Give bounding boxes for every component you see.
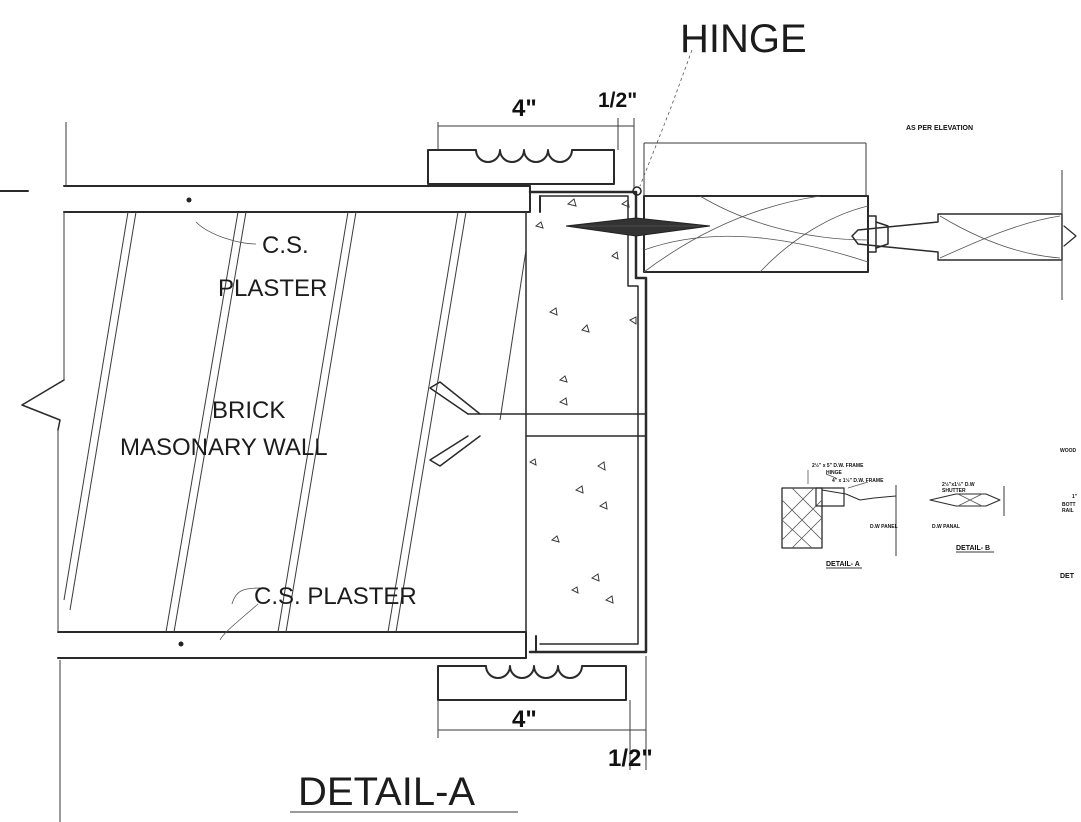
inset-detail-b-title: DETAIL- B: [956, 545, 990, 552]
as-per-elevation: AS PER ELEVATION: [906, 125, 973, 132]
brick-masonry-wall: [0, 122, 531, 822]
dim-bottom-width: 4": [512, 706, 537, 733]
drawing-title: DETAIL-A: [298, 770, 475, 814]
inset-detail-a-title: DETAIL- A: [826, 561, 860, 568]
inset-hinge-note: HINGE: [826, 470, 843, 476]
cs-plaster-bottom: C.S. PLASTER: [254, 583, 417, 610]
inset-wood-note: WOOD: [1060, 448, 1076, 454]
inset-shutter-note-2: SHUTTER: [942, 488, 966, 494]
dim-top-gap: 1/2": [598, 89, 637, 112]
inset-shutter-note-1: 2½"x1½" D.W: [942, 481, 975, 488]
dim-top-width: 4": [512, 95, 537, 122]
dimension-lines: [437, 118, 647, 770]
inset-partial-2: BOTT: [1062, 502, 1076, 508]
inset-partial-title: DET: [1060, 573, 1075, 580]
architrave-bottom: [437, 665, 627, 701]
brick-line1: BRICK: [212, 397, 285, 424]
cs-plaster-top-line2: PLASTER: [218, 275, 327, 302]
leader-lines: [195, 49, 693, 641]
dim-bottom-gap: 1/2": [608, 745, 653, 772]
inset-partial-3: RAIL: [1062, 508, 1074, 514]
door-shutter: [565, 142, 889, 273]
cs-plaster-top-line1: C.S.: [262, 232, 309, 259]
architrave-top: [427, 149, 615, 185]
inset-dw-panel-b: D.W PANAL: [932, 524, 960, 530]
brick-hatch: [63, 211, 527, 633]
concrete-jamb: [429, 190, 648, 654]
inset-partial-1: 1": [1072, 494, 1078, 500]
hinge-label: HINGE: [680, 17, 807, 61]
adjoining-panel: [851, 170, 1077, 300]
inset-dw-panel-a: D.W PANEL: [870, 524, 898, 530]
inset-frame-note: 2½" x 5" D.W. FRAME: [812, 462, 864, 469]
brick-line2: MASONARY WALL: [120, 434, 328, 461]
inset-frame-note2: 4" x 1½" D.W. FRAME: [832, 477, 884, 484]
inset-details: 2½" x 5" D.W. FRAME HINGE 4" x 1½" D.W. …: [781, 448, 1078, 580]
